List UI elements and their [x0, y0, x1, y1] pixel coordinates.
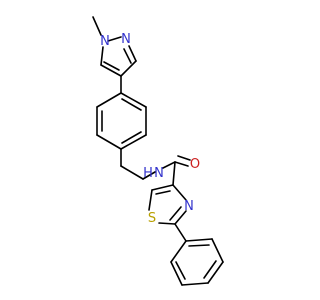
- bond-carbonyl-o-double: [177, 155, 191, 161]
- atom-o-carbonyl: O: [190, 157, 200, 172]
- bond-carbonyl-o: [174, 161, 189, 167]
- bond-ph2-d: [181, 282, 209, 286]
- bond-c4-c5-double: [103, 61, 120, 71]
- atom-n-amide: N: [154, 166, 164, 181]
- molecule-diagram: N N N H O N S: [92, 16, 224, 286]
- structure-canvas: N N N H O N S: [92, 16, 224, 286]
- bond-c3-c4: [120, 60, 137, 77]
- bond-carbonyl-thiazole: [172, 161, 176, 186]
- bond-ph1-d: [96, 134, 122, 150]
- atom-n-methyl: N: [100, 34, 110, 49]
- bond-methyl: [92, 16, 102, 36]
- bond-nh-carbonyl: [162, 161, 176, 169]
- atom-s-thiazole: S: [148, 211, 156, 226]
- atom-h-amide: H: [143, 166, 153, 181]
- bond-ph2-f: [170, 240, 187, 263]
- bond-ph1-f: [96, 92, 122, 108]
- bond-thz-c4-c5-double: [155, 190, 171, 195]
- bond-ph1-a-inner: [121, 98, 142, 111]
- bond-ph1-c: [120, 134, 147, 150]
- bond-ethyl-3: [142, 171, 156, 180]
- bond-thz-c4-c5: [151, 184, 174, 191]
- bond-thz-c4-n3: [172, 184, 187, 201]
- bond-ethyl-2: [120, 165, 144, 180]
- bond-ph2-e-inner: [175, 261, 186, 280]
- bond-thiazole-phenyl: [174, 223, 187, 242]
- atom-labels: N N N H O N S: [100, 32, 200, 226]
- bond-c4-c5: [100, 64, 122, 77]
- bond-ph2-a: [185, 238, 213, 242]
- bond-ph2-a-inner: [188, 244, 210, 247]
- bond-thz-s1-c2: [158, 222, 176, 225]
- bond-n1-n2: [107, 36, 122, 42]
- bond-n2-c3-double: [123, 48, 132, 64]
- bond-ph1-c-inner: [121, 131, 142, 144]
- bond-ph2-b: [211, 238, 224, 263]
- bond-ph1-a: [120, 92, 147, 108]
- bond-ph2-e: [170, 261, 183, 286]
- atom-n-pyrazole: N: [121, 32, 131, 47]
- bond-thz-c2-n3: [174, 210, 187, 225]
- atom-n-thiazole: N: [184, 199, 194, 214]
- bond-n2-c3: [128, 45, 137, 62]
- bond-thz-c5-s1: [148, 189, 153, 211]
- bond-thz-c2-n3-double: [169, 206, 182, 221]
- bond-ph2-c-inner: [203, 260, 217, 279]
- bond-ph2-c: [207, 261, 224, 284]
- bonds: [92, 16, 224, 286]
- bond-c5-n1: [100, 46, 104, 66]
